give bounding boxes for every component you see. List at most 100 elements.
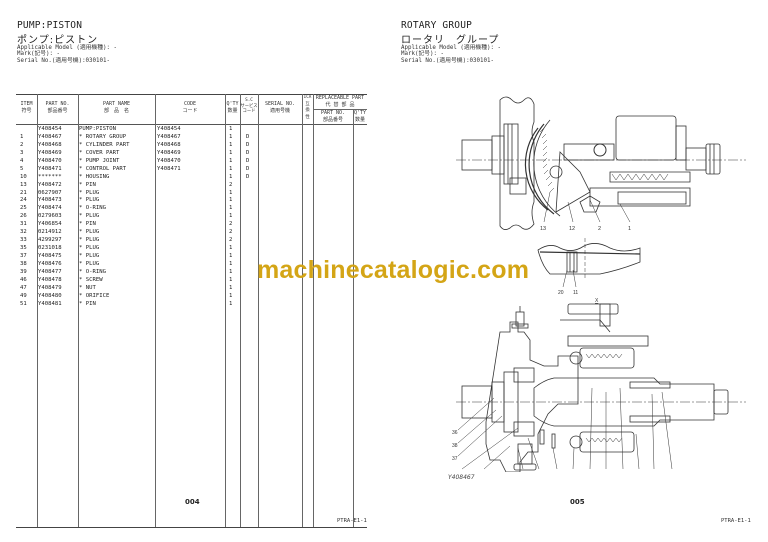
qty-cell: 1 [229,173,233,180]
part-no-cell: Y408468 [38,141,62,148]
callout-2: 2 [598,226,601,232]
parts-table: ITEM 符号 PART NO. 部品番号 PART NAME 部 品 名 CO… [16,94,367,529]
table-header-border [16,124,367,125]
part-name-cell: * ORIFICE [79,292,110,299]
part-no-cell: 0279603 [38,213,62,220]
service-code-cell: D [246,173,250,180]
callout-37: 37 [452,456,458,462]
exploded-parts-diagram: 13 12 2 1 20 11 X [440,92,760,478]
part-no-cell: Y408478 [38,276,62,283]
part-name-cell: * PUMP JOINT [79,157,120,164]
qty-cell: 1 [229,292,233,299]
qty-cell: 1 [229,133,233,140]
item-cell: 35 [20,245,27,252]
qty-cell: 2 [229,221,233,228]
item-cell: 4 [20,157,24,164]
rotary-group-section-view [456,96,746,230]
item-cell: 51 [20,300,27,307]
header-qty: Q'TY 数量 [226,101,239,114]
part-name-cell: * NUT [79,284,96,291]
item-cell: 39 [20,268,27,275]
pump-cross-section-view [456,303,746,473]
applicability-info: Applicable Model (適用機種): - Mark(記号): - S… [401,45,501,64]
item-cell: 24 [20,197,27,204]
table-row: 4 Y408470 * PUMP JOINT Y408470 1 D [16,157,367,165]
part-no-cell: Y408472 [38,181,62,188]
item-cell: 26 [20,213,27,220]
replaceable-subheader-divider [313,109,367,110]
column-divider [78,94,79,527]
part-no-cell: 4299297 [38,237,62,244]
service-code-cell: D [246,149,250,156]
callout-13: 13 [540,226,546,232]
qty-cell: 1 [229,268,233,275]
part-name-cell: * PLUG [79,237,100,244]
table-top-border [16,94,367,95]
serial-number: Serial No.(適用号機):030101- [401,57,494,64]
header-replaceable-qty: Q'TY 数量 [353,110,367,123]
part-name-cell: * PLUG [79,253,100,259]
qty-cell: 1 [229,189,233,196]
part-name-cell: * PLUG [79,245,100,252]
qty-cell: 1 [229,245,233,252]
part-no-cell: Y408454 [38,126,62,132]
item-cell: 31 [20,221,27,228]
code-cell: Y408470 [157,157,181,164]
item-cell: 47 [20,284,27,291]
right-page: ROTARY GROUP ロータリ グループ Applicable Model … [384,0,768,542]
qty-cell: 1 [229,197,233,204]
mark: Mark(記号): - [17,51,61,58]
qty-cell: 2 [229,229,233,236]
part-no-cell: Y408470 [38,157,62,164]
code-cell: Y408468 [157,141,181,148]
header-replaceable-part: REPLACEABLE PART 代 替 部 品 [315,95,365,108]
part-no-cell: ******* [38,173,62,180]
qty-cell: 1 [229,276,233,283]
qty-cell: 2 [229,181,233,188]
callout-36: 36 [452,430,458,436]
page-number: 004 [185,498,200,506]
column-divider [258,94,259,527]
header-service-code: S.C サービス コード [240,98,258,114]
service-code-cell: D [246,157,250,164]
qty-cell: 1 [229,165,233,172]
mark: Mark(記号): - [401,51,445,58]
part-no-cell: Y408480 [38,292,62,299]
header-item: ITEM 符号 [20,101,33,114]
part-no-cell: Y408469 [38,149,62,156]
part-no-cell: 0627907 [38,189,62,196]
qty-cell: 1 [229,157,233,164]
part-name-cell: * COVER PART [79,149,120,156]
header-part-no: PART NO. 部品番号 [45,101,70,114]
page-title-jp: ポンプ:ピストン [17,35,99,46]
header-serial-no: SERIAL NO. 適用号機 [264,101,296,114]
item-cell: 3 [20,149,24,156]
service-code-cell: D [246,165,250,172]
part-name-cell: * HOUSING [79,173,110,180]
applicable-model: Applicable Model (適用機種): - [17,45,117,51]
part-name-cell: * SCREW [79,276,103,283]
qty-cell: 2 [229,237,233,244]
header-replaceable-part-no: PART NO. 部品番号 [320,110,346,123]
callout-1: 1 [628,226,631,232]
item-cell: 33 [20,237,27,244]
qty-cell: 1 [229,213,233,220]
code-cell: Y408469 [157,149,181,156]
qty-cell: 1 [229,205,233,212]
callout-38: 38 [452,443,458,449]
part-no-cell: Y408471 [38,165,62,172]
